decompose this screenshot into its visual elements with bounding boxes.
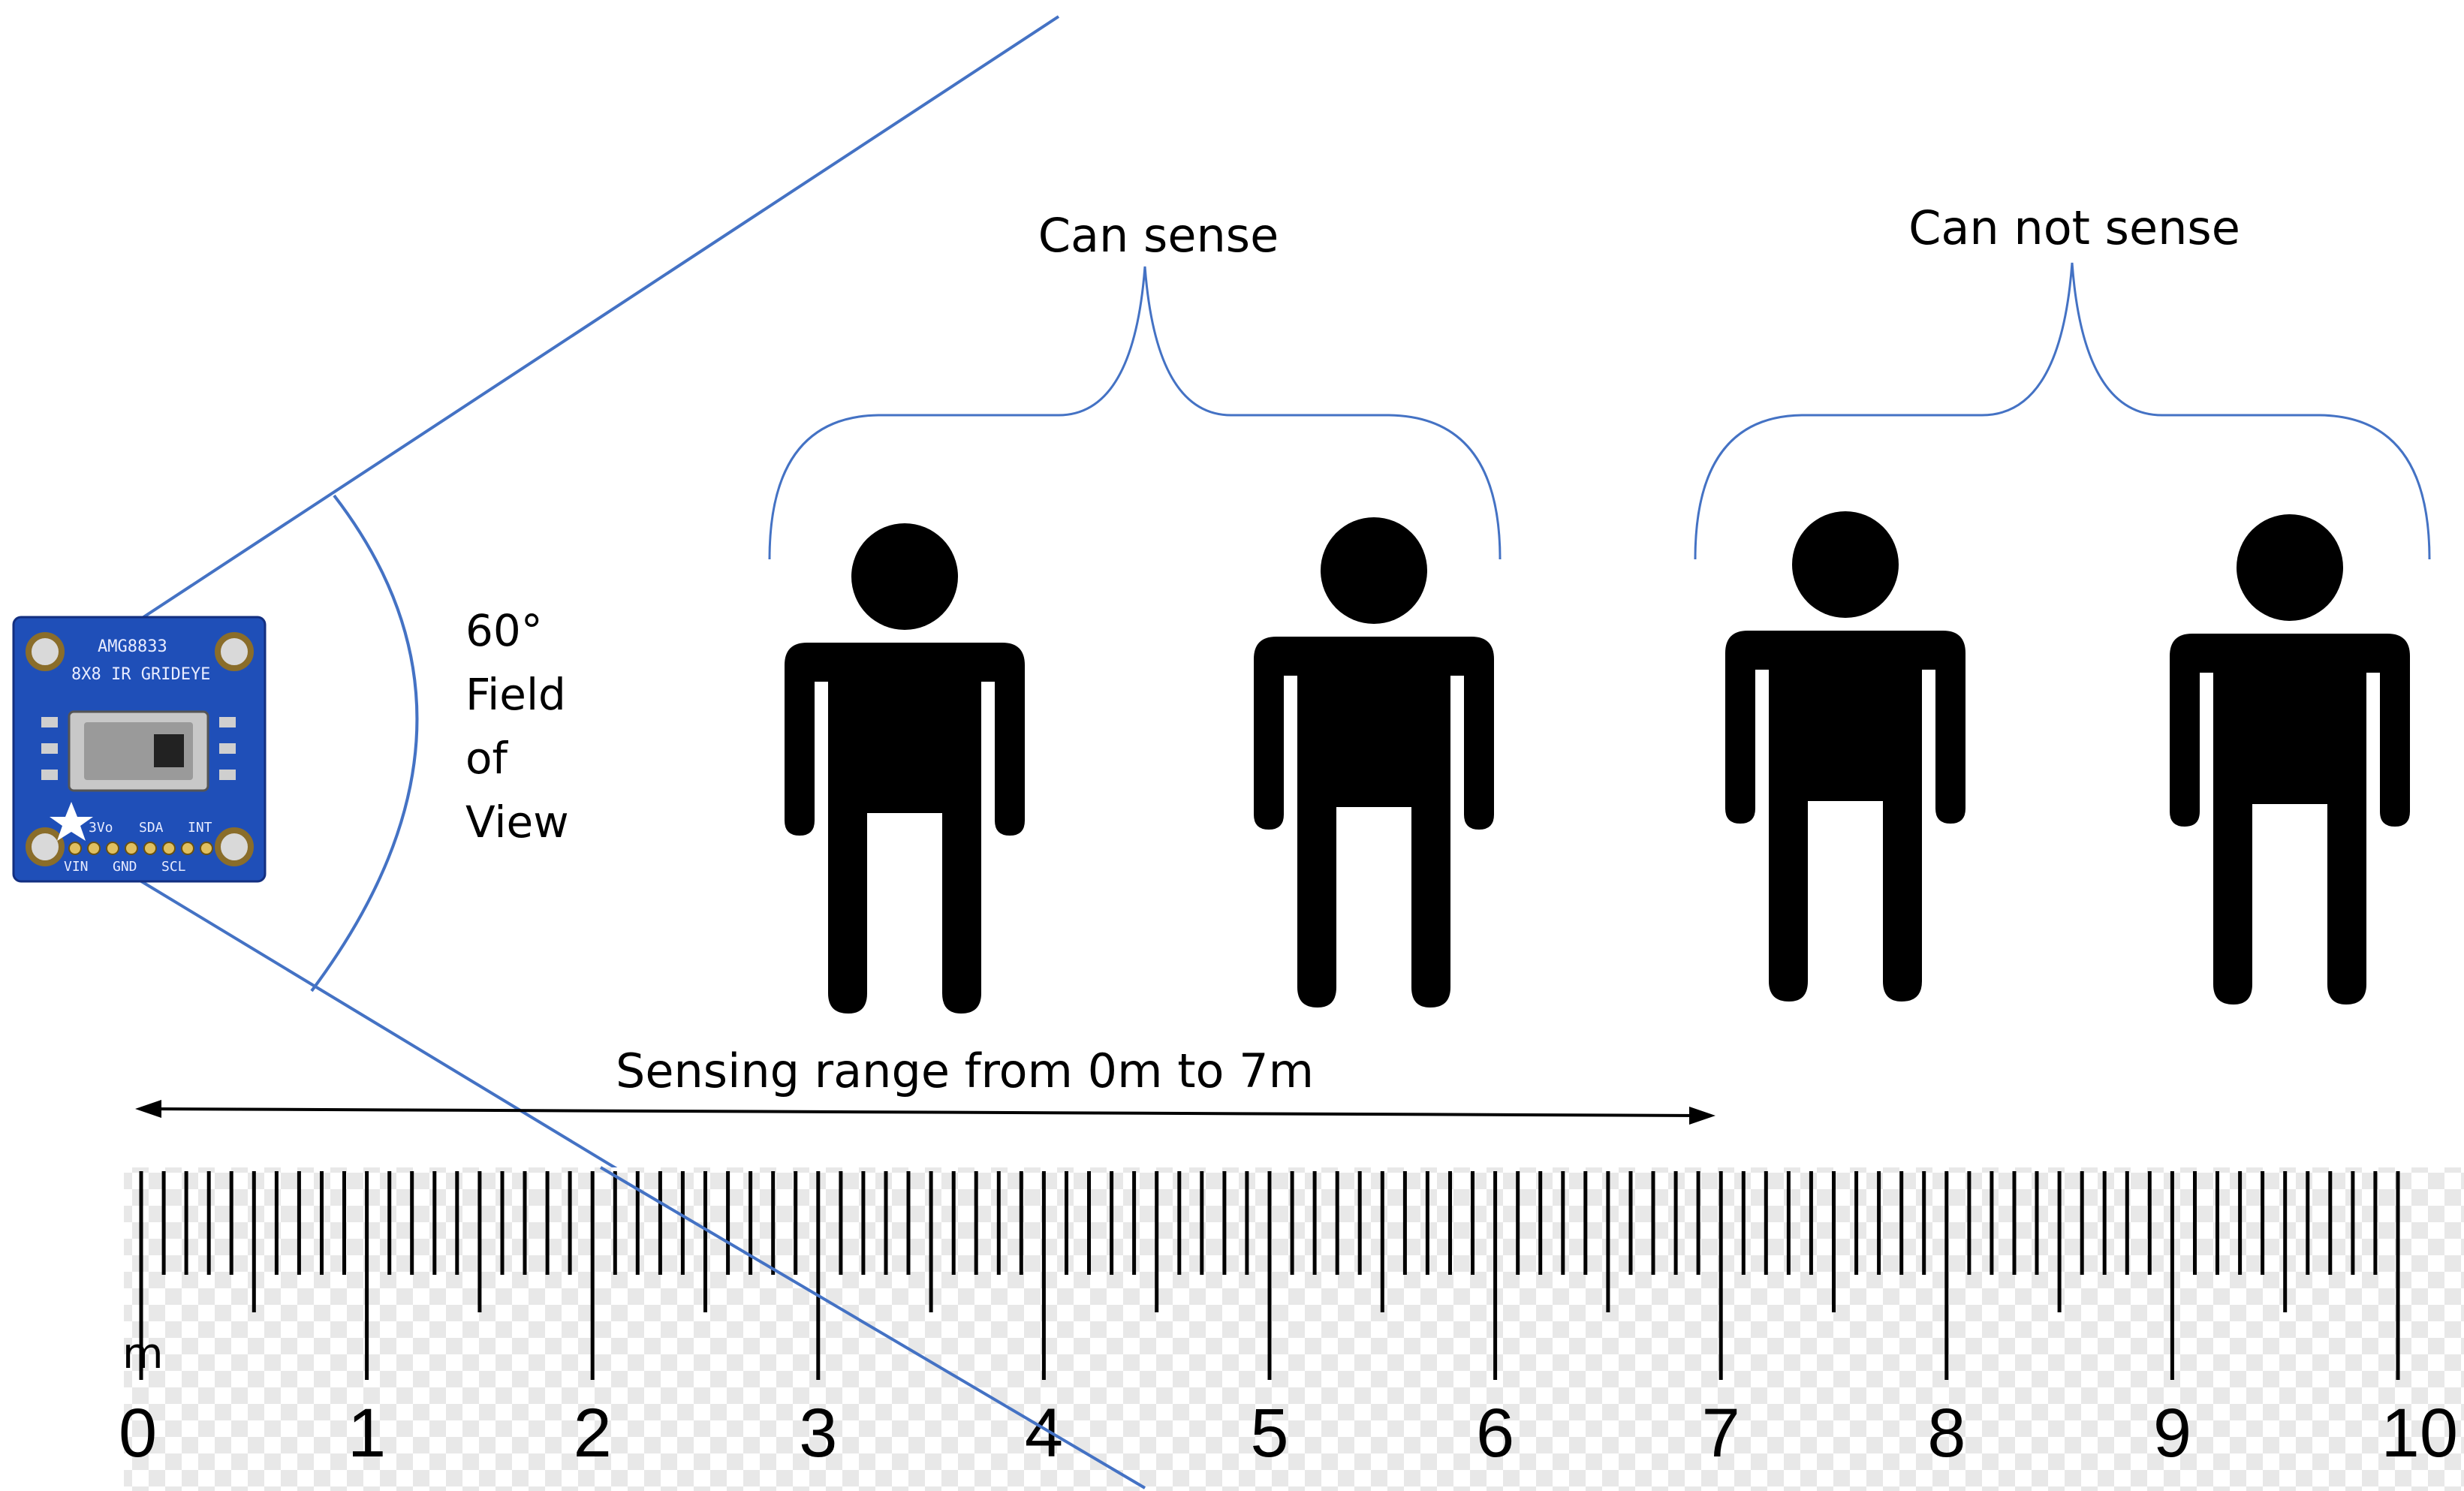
ruler-number: 10: [2381, 1395, 2458, 1471]
ruler-number: 2: [574, 1395, 612, 1471]
fov-label-line3: View: [465, 797, 569, 848]
group-label-can-sense: Can sense: [1038, 208, 1279, 263]
fov-lower-line-overlay: [599, 1166, 1146, 1489]
ruler-ticks: [139, 1171, 2400, 1380]
ruler-number: 7: [1702, 1395, 1740, 1471]
sensor-board-icon: AMG8833 8X8 IR GRIDEYE 3Vo SDA INT VIN G…: [12, 616, 267, 883]
fov-upper-line: [137, 15, 1060, 622]
arrow-head-right: [1689, 1107, 1715, 1125]
ruler-number: 1: [348, 1395, 386, 1471]
ruler-number: 0: [119, 1395, 157, 1471]
fov-label-line1: Field: [465, 669, 566, 720]
star-logo-icon: [50, 802, 93, 841]
ruler-number: 8: [1927, 1395, 1965, 1471]
arrow-head-left: [135, 1100, 161, 1118]
fov-label-line2: of: [465, 733, 508, 784]
sensor-pin-label: GND: [113, 859, 137, 875]
sensing-range-label: Sensing range from 0m to 7m: [616, 1044, 1314, 1098]
ruler-number: 9: [2153, 1395, 2191, 1471]
person-icon: [1254, 517, 1494, 1010]
fov-angle-label: 60°: [465, 605, 543, 656]
person-icon: [1725, 511, 1965, 1004]
sensor-pin-label: SCL: [161, 859, 186, 875]
ruler-number: 4: [1025, 1395, 1063, 1471]
fov-angle-arc: [310, 494, 419, 992]
person-icon: [2170, 514, 2410, 1007]
ruler-number: 3: [799, 1395, 837, 1471]
brace-can-sense: [768, 266, 1502, 560]
ruler-numbers: 0 1 2 3 4 5 6 7 8 9 10: [119, 1395, 2458, 1471]
sensor-subtitle-label: 8X8 IR GRIDEYE: [71, 665, 210, 684]
brace-can-not-sense: [1694, 262, 2431, 560]
group-label-can-not-sense: Can not sense: [1908, 200, 2240, 255]
ruler-number: 5: [1250, 1395, 1288, 1471]
sensor-pin-label: INT: [188, 820, 212, 836]
person-icon: [785, 523, 1025, 1016]
sensing-range-arrow: [149, 1107, 1701, 1117]
ruler-unit-label: m: [122, 1330, 164, 1378]
sensor-pin-label: VIN: [64, 859, 89, 875]
ruler-number: 6: [1476, 1395, 1514, 1471]
sensor-pin-label: SDA: [139, 820, 164, 836]
sensor-pin-label: 3Vo: [89, 820, 113, 836]
sensor-model-label: AMG8833: [98, 637, 167, 656]
